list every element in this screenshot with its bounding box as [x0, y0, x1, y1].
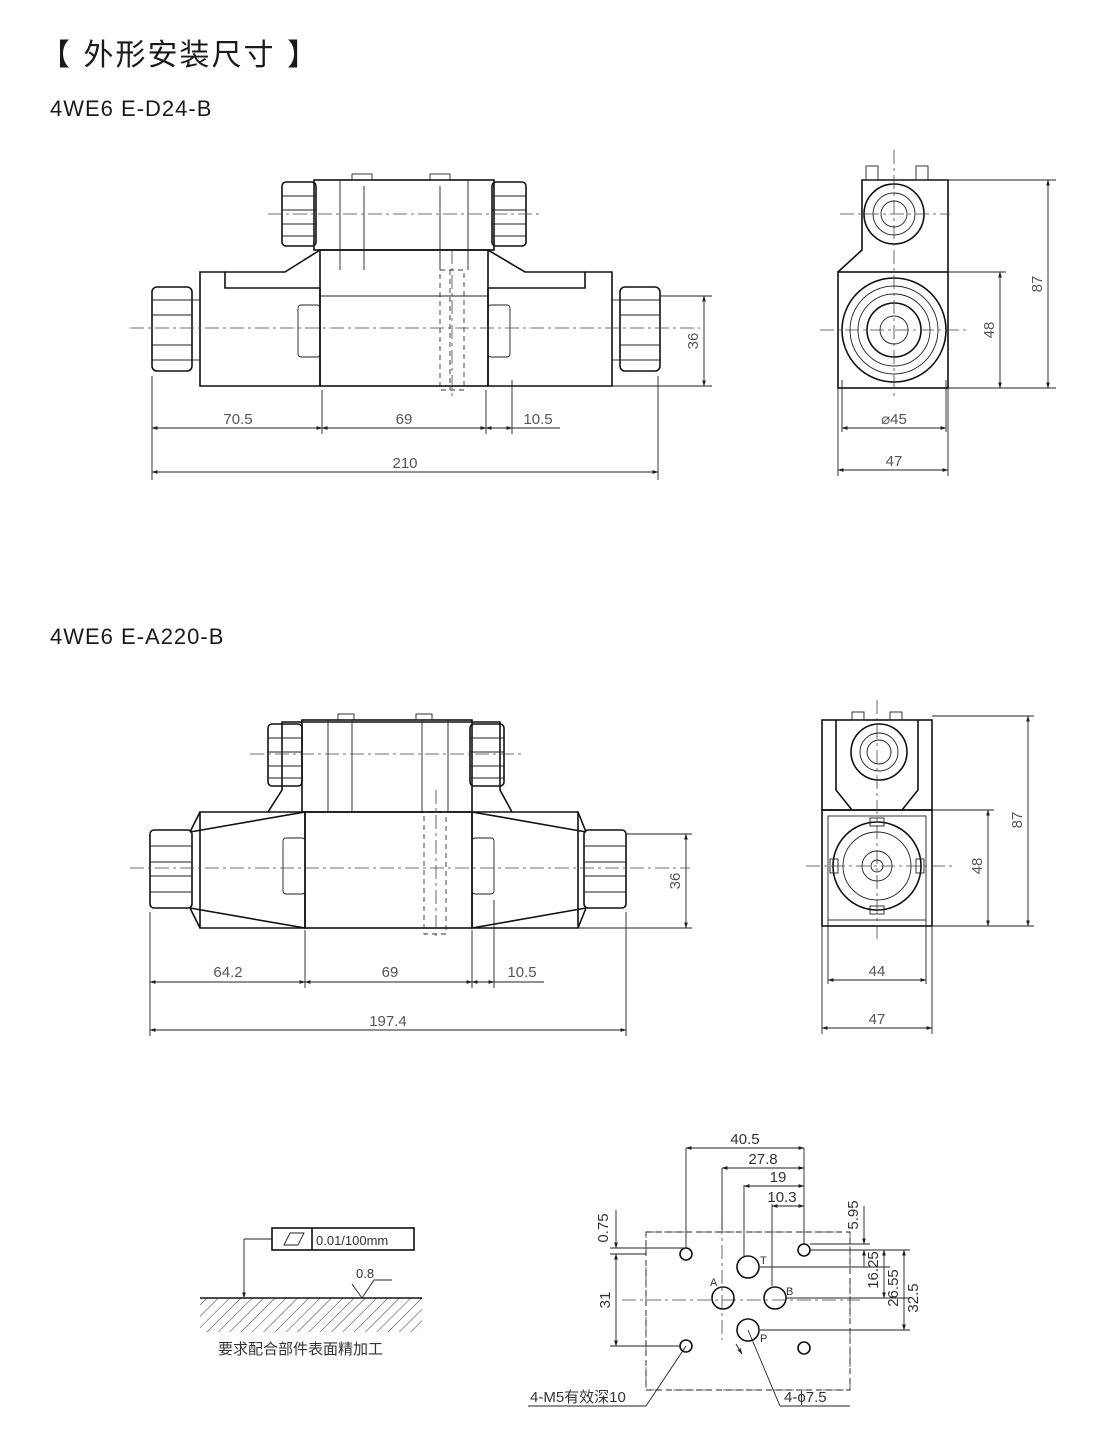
screw-note: 4-M5有效深10	[530, 1389, 626, 1406]
hole-note: 4-ϕ7.5	[784, 1389, 827, 1406]
dim-side-width: 47	[886, 453, 903, 470]
port-t-label: T	[760, 1255, 767, 1267]
mount-r2: 16.25	[865, 1251, 882, 1289]
mount-left-top: 0.75	[595, 1213, 612, 1242]
surface-note: 要求配合部件表面精加工	[218, 1341, 383, 1358]
dim-height: 36	[685, 333, 702, 350]
valve-side-view-1	[820, 150, 970, 400]
port-b-label: B	[786, 1286, 793, 1298]
mount-r1: 5.95	[845, 1200, 862, 1229]
dim2-height: 36	[667, 873, 684, 890]
dim2-total: 197.4	[369, 1013, 407, 1030]
mount-r3: 26.55	[885, 1269, 902, 1307]
mount-d3: 19	[770, 1169, 787, 1186]
mounting-pattern: A T B P	[528, 1131, 922, 1407]
model-label-1: 4WE6 E-D24-B	[50, 96, 213, 121]
dimensions-side-1: ⌀45 47 48 87	[837, 179, 1056, 476]
port-p-label: P	[760, 1333, 767, 1345]
dimensions-front-1: 70.5 69 10.5 210 36	[151, 295, 712, 480]
mount-d4: 10.3	[767, 1189, 796, 1206]
dim2-side-h1: 48	[969, 858, 986, 875]
model-label-2: 4WE6 E-A220-B	[50, 624, 225, 649]
dim-right: 10.5	[523, 411, 552, 428]
dim2-side-h2: 87	[1009, 812, 1026, 829]
dim2-side-w1: 44	[869, 963, 886, 980]
dim-side-h2: 87	[1029, 276, 1046, 293]
mount-r4: 32.5	[905, 1283, 922, 1312]
mount-d2: 27.8	[748, 1151, 777, 1168]
dim2-left: 64.2	[213, 964, 242, 981]
page-title: 【 外形安装尺寸 】	[40, 38, 320, 73]
valve-front-view-1	[130, 173, 700, 400]
mount-d1: 40.5	[730, 1131, 759, 1148]
dimensions-side-2: 44 47 48 87	[821, 715, 1034, 1034]
dim2-mid: 69	[382, 964, 399, 981]
dim-side-dia: ⌀45	[881, 411, 907, 428]
dim-left: 70.5	[223, 411, 252, 428]
dimensions-front-2: 64.2 69 10.5 197.4 36	[149, 833, 692, 1036]
surface-finish-symbol: 0.01/100mm 0.8 要求配合部件表面精加工	[200, 1227, 422, 1358]
dim-mid: 69	[396, 411, 413, 428]
valve-front-view-2	[130, 713, 690, 940]
port-a-label: A	[710, 1277, 718, 1289]
dim2-right: 10.5	[507, 964, 536, 981]
dim-side-h1: 48	[981, 322, 998, 339]
dim-total: 210	[392, 455, 417, 472]
valve-side-view-2	[806, 700, 952, 940]
dim2-side-w2: 47	[869, 1011, 886, 1028]
roughness-value: 0.8	[356, 1266, 374, 1281]
mount-left-h: 31	[597, 1292, 614, 1309]
tolerance-value: 0.01/100mm	[316, 1233, 388, 1248]
